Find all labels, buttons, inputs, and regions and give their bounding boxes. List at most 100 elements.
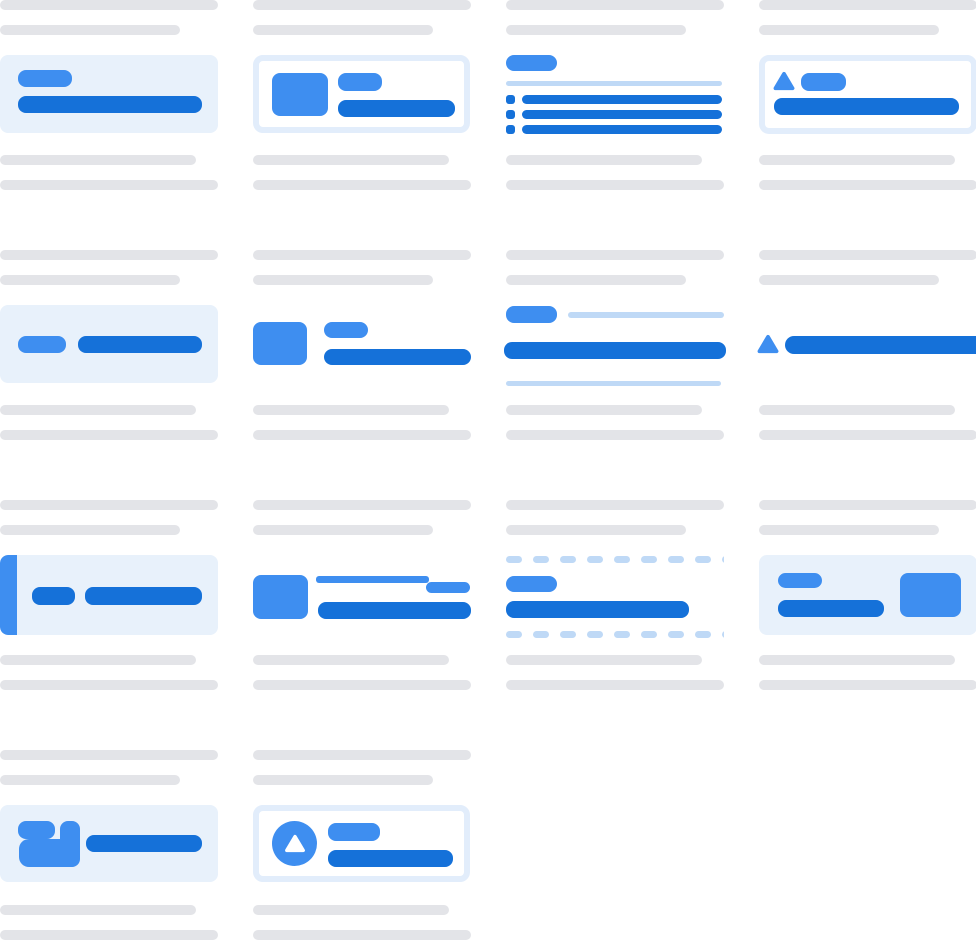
component-area	[0, 305, 218, 387]
body-text-bar	[318, 602, 471, 619]
cell-r1c1-filled-card	[0, 0, 218, 190]
callout-card-filled	[0, 305, 218, 383]
skeleton-text-line	[506, 525, 686, 535]
skeleton-text-line	[253, 525, 433, 535]
skeleton-text-line	[759, 0, 976, 10]
tag-pill	[426, 582, 470, 593]
component-area	[506, 555, 724, 638]
skeleton-text-line	[506, 0, 724, 10]
skeleton-text-line	[759, 250, 976, 260]
skeleton-text-line	[759, 525, 939, 535]
skeleton-text-line	[506, 500, 724, 510]
callout-card-outlined	[759, 55, 976, 134]
play-triangle-icon	[284, 834, 305, 853]
skeleton-text-line	[253, 680, 471, 690]
component-area	[253, 305, 471, 387]
skeleton-text-line	[506, 680, 724, 690]
skeleton-text-line	[253, 930, 471, 940]
skeleton-text-line	[0, 155, 196, 165]
title-pill	[506, 306, 557, 323]
warning-triangle-icon	[757, 334, 779, 354]
title-pill	[328, 823, 380, 841]
cell-r4c4-empty	[759, 750, 976, 940]
callout-card-filled	[759, 555, 976, 635]
cell-r3c2-media-with-tag	[253, 500, 471, 690]
skeleton-text-line	[506, 405, 702, 415]
skeleton-text-line	[506, 275, 686, 285]
warning-triangle-icon	[773, 71, 795, 91]
skeleton-text-line	[0, 250, 218, 260]
skeleton-text-line	[253, 250, 471, 260]
title-pill	[18, 70, 72, 87]
skeleton-text-line	[0, 275, 180, 285]
skeleton-text-line	[759, 155, 955, 165]
skeleton-text-line	[0, 0, 218, 10]
cell-r2c4-inline-warning	[757, 250, 976, 440]
title-pill	[324, 322, 368, 338]
title-pill	[778, 573, 822, 588]
skeleton-text-line	[0, 180, 218, 190]
skeleton-text-line	[253, 775, 433, 785]
skeleton-text-line	[0, 525, 180, 535]
skeleton-text-line	[0, 905, 196, 915]
skeleton-text-line	[253, 905, 449, 915]
skeleton-text-line	[253, 750, 471, 760]
component-area	[759, 555, 976, 637]
skeleton-text-line	[506, 430, 724, 440]
bullet-dot-icon	[506, 110, 515, 119]
body-text-bar	[324, 349, 471, 365]
skeleton-text-line	[506, 180, 724, 190]
component-area	[0, 55, 218, 137]
component-area	[759, 55, 976, 137]
quote-icon	[18, 821, 80, 867]
body-text-bar	[86, 835, 202, 852]
bullet-dot-icon	[506, 95, 515, 104]
skeleton-text-line	[759, 655, 955, 665]
skeleton-text-line	[759, 275, 939, 285]
skeleton-text-line	[0, 680, 218, 690]
skeleton-text-line	[506, 155, 702, 165]
component-area	[253, 55, 471, 137]
media-thumbnail	[272, 73, 328, 116]
callout-card-filled	[0, 805, 218, 882]
skeleton-text-line	[253, 655, 449, 665]
skeleton-text-line	[506, 655, 702, 665]
callout-card-accent	[0, 555, 218, 635]
bullet-dot-icon	[506, 125, 515, 134]
cell-r3c4-filled-card-media-right	[759, 500, 976, 690]
title-pill	[506, 55, 557, 71]
skeleton-text-line	[253, 430, 471, 440]
skeleton-text-line	[759, 430, 976, 440]
callout-card-outlined	[253, 55, 470, 133]
component-area	[504, 305, 726, 387]
body-text-bar	[18, 96, 202, 113]
component-area	[0, 555, 218, 637]
cell-r2c1-filled-card-inline	[0, 250, 218, 440]
cell-r3c1-accent-stripe-card	[0, 500, 218, 690]
list-item-text-bar	[522, 125, 722, 134]
list-item-text-bar	[522, 95, 722, 104]
cell-r3c3-dashed-section	[506, 500, 724, 690]
dashed-divider-line	[506, 556, 724, 563]
title-pill	[18, 336, 66, 353]
component-area	[253, 805, 471, 887]
skeleton-text-line	[759, 405, 955, 415]
skeleton-text-line	[0, 655, 196, 665]
skeleton-text-line	[253, 180, 471, 190]
body-text-bar	[778, 600, 884, 617]
skeleton-text-line	[506, 25, 686, 35]
skeleton-text-line	[759, 25, 939, 35]
skeleton-text-line	[0, 775, 180, 785]
media-thumbnail	[253, 575, 308, 619]
cell-r2c3-heading-rule-emphasis	[504, 250, 726, 440]
skeleton-text-line	[253, 0, 471, 10]
skeleton-text-line	[0, 405, 196, 415]
component-area	[757, 305, 976, 387]
divider-line	[506, 381, 721, 386]
cell-r1c2-outlined-media-card	[253, 0, 471, 190]
cell-r2c2-plain-media-block	[253, 250, 471, 440]
skeleton-text-line	[0, 500, 218, 510]
skeleton-text-line	[759, 500, 976, 510]
skeleton-text-line	[253, 405, 449, 415]
